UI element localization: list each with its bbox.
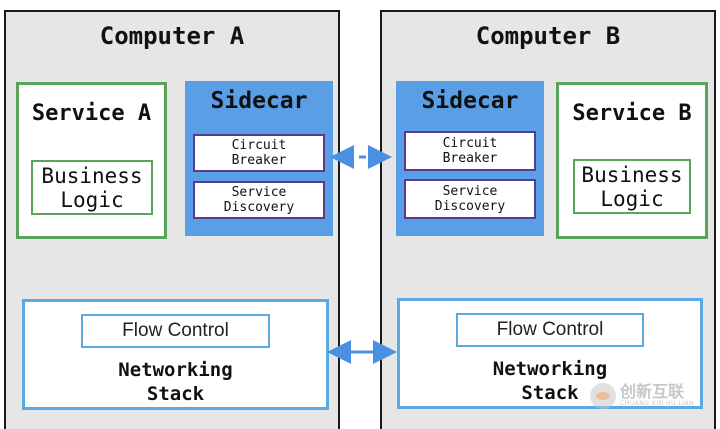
- sidecar-b-title: Sidecar: [421, 88, 519, 114]
- computer-b-title: Computer B: [475, 22, 621, 50]
- sidecar-b-service-discovery: Service Discovery: [404, 179, 536, 219]
- networking-stack-a-label: Networking Stack: [118, 359, 233, 405]
- networking-stack-b-label: Networking Stack: [492, 358, 608, 404]
- service-a-business-logic: Business Logic: [31, 160, 153, 215]
- watermark-chinese-text: 创新互联: [620, 382, 685, 401]
- service-a-title: Service A: [31, 101, 152, 126]
- sidecar-a-title: Sidecar: [210, 88, 308, 114]
- sidecar-a-service-discovery: Service Discovery: [193, 181, 325, 219]
- service-a-box: Service A Business Logic: [16, 82, 167, 239]
- brand-logo-icon: [590, 383, 616, 409]
- flow-control-a: Flow Control: [81, 314, 270, 348]
- network-stack-b-box: Flow Control Networking Stack: [397, 298, 703, 409]
- service-b-title: Service B: [572, 101, 692, 126]
- computer-a-title: Computer A: [99, 22, 245, 50]
- watermark-logo: 创新互联 CHUANG XIN HU LIAN: [590, 383, 694, 409]
- service-b-box: Service B Business Logic: [556, 82, 708, 239]
- flow-control-b: Flow Control: [456, 313, 644, 347]
- service-b-business-logic: Business Logic: [573, 159, 691, 214]
- computer-b-panel: Computer B Sidecar Circuit Breaker Servi…: [380, 10, 716, 429]
- sidecar-b-box: Sidecar Circuit Breaker Service Discover…: [396, 81, 544, 236]
- sidecar-a-box: Sidecar Circuit Breaker Service Discover…: [185, 81, 333, 236]
- sidecar-a-circuit-breaker: Circuit Breaker: [193, 134, 325, 172]
- sidecar-b-circuit-breaker: Circuit Breaker: [404, 131, 536, 171]
- computer-a-panel: Computer A Service A Business Logic Side…: [4, 10, 340, 429]
- watermark-english-text: CHUANG XIN HU LIAN: [620, 400, 695, 407]
- network-stack-a-box: Flow Control Networking Stack: [22, 299, 329, 410]
